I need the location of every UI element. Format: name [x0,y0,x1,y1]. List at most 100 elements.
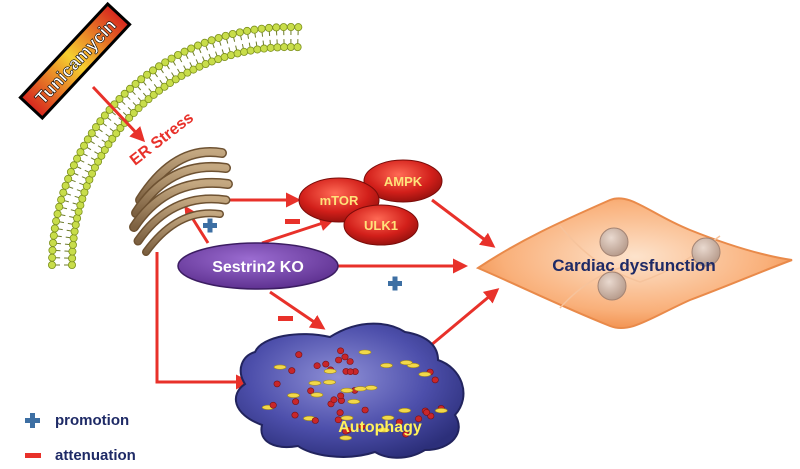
lipid-head [126,84,135,93]
lipid-head [104,140,113,149]
lipid-head [115,94,124,103]
cardiac-dysfunction-label: Cardiac dysfunction [552,256,715,275]
lysosome [347,399,361,405]
arrows [91,85,500,348]
lipid-head [286,23,295,32]
lipid-head [73,154,82,163]
plus-icon [25,413,40,428]
lysosome [377,427,390,433]
lipid-head [266,43,275,52]
lipid-head [74,207,83,216]
nucleus [599,227,629,257]
autophagosome [291,411,299,419]
lipid-head [76,148,85,157]
lipid-head [227,51,236,60]
lipid-head [253,45,262,54]
lysosome [398,407,412,413]
plus-icon [203,218,217,233]
autophagosome [361,406,369,414]
autophagosomes [261,347,448,441]
lipid-head [293,43,302,52]
autophagosome [313,362,321,370]
autophagosome [395,418,403,426]
arrow-autophagy-to-cardiac [429,288,500,348]
nucleus [597,271,627,301]
lipid-head [207,36,216,45]
lipid-head [260,44,269,53]
lipid-head [48,253,57,262]
autophagosome [423,409,431,416]
lipid-head [68,240,77,249]
cardiac-cell: Cardiac dysfunction [475,197,793,330]
autophagosome [415,415,423,423]
lysosome [354,386,367,392]
lysosome [418,371,432,377]
lipid-head [280,43,289,52]
lipid-head [87,129,96,138]
lipid-head [228,29,237,38]
sestrin2-ko-node: Sestrin2 KO [177,242,339,290]
lipid-head [161,58,170,67]
lysosome [273,364,287,370]
autophagosome [346,358,354,365]
autophagosome [358,423,366,430]
nucleus [691,237,721,267]
legend-promotion-label: promotion [55,412,129,429]
sestrin2-ko-label: Sestrin2 KO [212,259,304,276]
autophagosome [273,380,281,388]
lysosome [323,379,336,385]
lipid-head [240,47,249,56]
lipid-head [166,78,175,87]
autophagosome [346,368,354,376]
lysosome [339,435,353,441]
arrow-tunicamycin-to-er [91,85,146,143]
lipid-head [155,62,164,71]
lysosome [399,360,413,366]
lipid-head [71,220,80,229]
lipid-head [235,28,244,37]
lipid-head [187,44,196,53]
tunicamycin-label: Tunicamycin [31,15,120,108]
lipid-head [49,238,58,247]
lipid-head [68,254,77,263]
lipid-head [250,25,259,34]
lipid-head [193,41,202,50]
lipid-head [49,231,58,240]
lipid-head [69,234,78,243]
lipid-head [272,23,281,32]
lipid-head [233,49,242,58]
lipid-head [155,86,164,95]
legend-attenuation-label: attenuation [55,447,136,464]
autophagosome [322,360,330,368]
lipid-head [171,75,180,84]
lysosome [364,385,378,391]
mtor-label: mTOR [320,193,359,208]
lipid-head [257,24,266,33]
lipid-head [83,135,92,144]
autophagosome [337,347,345,355]
lipid-head [286,43,295,52]
lysosome [381,415,395,421]
lysosome [310,392,324,398]
ulk1-label: ULK1 [364,218,398,233]
lipid-head [143,70,152,79]
lipid-head [53,209,62,218]
lipid-head [64,174,73,183]
ampk-node: AMPK [363,159,443,203]
lipid-head [137,75,146,84]
lysosome [434,408,448,414]
lipid-head [200,38,209,47]
autophagosome [335,356,343,364]
lipid-head [221,31,230,40]
arrow-sestrin-to-autophagy [269,290,326,330]
autophagosome [311,417,319,424]
minus-icon [285,219,300,224]
lipid-head [173,51,182,60]
lipid-head [279,23,288,32]
arrow-sestrin-to-mtor [261,216,335,245]
lipid-head [167,54,176,63]
lipid-head [149,90,158,99]
lipid-head [139,99,148,108]
autophagosome [269,401,277,409]
lipid-head [48,260,57,269]
